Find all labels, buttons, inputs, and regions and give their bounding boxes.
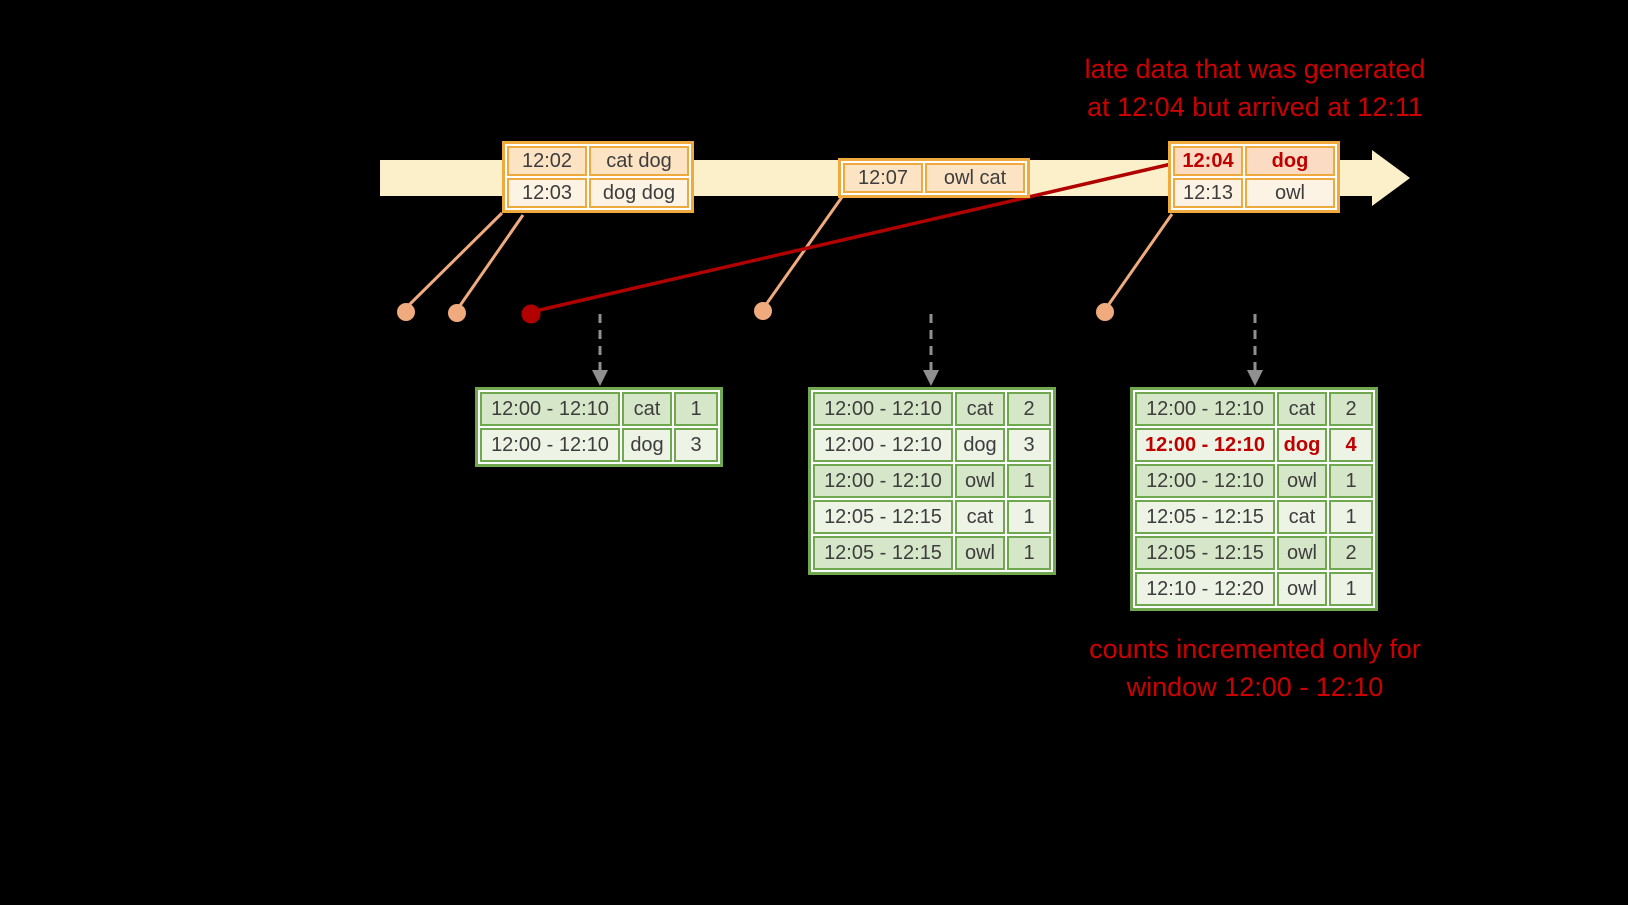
processing-time-dot bbox=[1096, 303, 1114, 321]
event-words: owl bbox=[1245, 178, 1335, 208]
result-count: 1 bbox=[674, 392, 718, 426]
result-word: owl bbox=[1277, 464, 1327, 498]
trigger-arrowhead-icon bbox=[923, 370, 939, 386]
event-words: cat dog bbox=[589, 146, 689, 176]
event-time: 12:07 bbox=[843, 163, 923, 193]
late-data-annotation-line2: at 12:04 but arrived at 12:11 bbox=[1087, 92, 1423, 122]
result-count: 2 bbox=[1007, 392, 1051, 426]
result-window: 12:05 - 12:15 bbox=[813, 500, 953, 534]
result-window: 12:00 - 12:10 bbox=[813, 392, 953, 426]
trigger-arrow bbox=[1247, 314, 1263, 386]
result-word: cat bbox=[1277, 392, 1327, 426]
result-count: 1 bbox=[1007, 500, 1051, 534]
event-words: dog dog bbox=[589, 178, 689, 208]
trigger-arrowhead-icon bbox=[1247, 370, 1263, 386]
late-data-annotation-line1: late data that was generated bbox=[1084, 54, 1426, 84]
event-time-axis-arrowhead-icon bbox=[1372, 150, 1410, 206]
result-window: 12:00 - 12:10 bbox=[813, 464, 953, 498]
result-window: 12:00 - 12:10 bbox=[1135, 428, 1275, 462]
result-window: 12:00 - 12:10 bbox=[1135, 392, 1275, 426]
result-count: 1 bbox=[1007, 536, 1051, 570]
event-connector-line bbox=[1105, 213, 1174, 308]
result-word: owl bbox=[1277, 536, 1327, 570]
result-word: owl bbox=[955, 464, 1005, 498]
result-window: 12:00 - 12:10 bbox=[1135, 464, 1275, 498]
result-word: cat bbox=[955, 392, 1005, 426]
result-window: 12:00 - 12:10 bbox=[813, 428, 953, 462]
trigger-arrowhead-icon bbox=[592, 370, 608, 386]
result-word: dog bbox=[1277, 428, 1327, 462]
result-count: 3 bbox=[674, 428, 718, 462]
processing-time-dot bbox=[754, 302, 772, 320]
trigger-arrow bbox=[592, 314, 608, 386]
processing-time-dot bbox=[448, 304, 466, 322]
result-count: 2 bbox=[1329, 536, 1373, 570]
result-window: 12:00 - 12:10 bbox=[480, 428, 620, 462]
result-window: 12:05 - 12:15 bbox=[1135, 536, 1275, 570]
event-time: 12:04 bbox=[1173, 146, 1243, 176]
late-data-dot bbox=[521, 304, 541, 324]
event-time: 12:02 bbox=[507, 146, 587, 176]
result-word: cat bbox=[955, 500, 1005, 534]
event-time: 12:13 bbox=[1173, 178, 1243, 208]
counts-annotation-line2: window 12:00 - 12:10 bbox=[1126, 672, 1384, 702]
result-count: 1 bbox=[1329, 464, 1373, 498]
result-word: owl bbox=[1277, 572, 1327, 606]
result-count: 1 bbox=[1329, 500, 1373, 534]
result-window: 12:05 - 12:15 bbox=[1135, 500, 1275, 534]
result-window: 12:05 - 12:15 bbox=[813, 536, 953, 570]
result-word: cat bbox=[1277, 500, 1327, 534]
counts-annotation-line1: counts incremented only for bbox=[1089, 634, 1421, 664]
event-connector-line bbox=[406, 211, 504, 308]
event-connector-line bbox=[457, 214, 525, 308]
event-words: owl cat bbox=[925, 163, 1025, 193]
late-data-annotation: late data that was generated at 12:04 bu… bbox=[1045, 50, 1465, 126]
processing-time-dot bbox=[397, 303, 415, 321]
result-window: 12:00 - 12:10 bbox=[480, 392, 620, 426]
result-count: 1 bbox=[1007, 464, 1051, 498]
result-word: dog bbox=[955, 428, 1005, 462]
event-time: 12:03 bbox=[507, 178, 587, 208]
result-word: cat bbox=[622, 392, 672, 426]
result-word: dog bbox=[622, 428, 672, 462]
event-connector-line bbox=[763, 196, 844, 307]
counts-annotation: counts incremented only for window 12:00… bbox=[1045, 630, 1465, 706]
result-word: owl bbox=[955, 536, 1005, 570]
result-count: 3 bbox=[1007, 428, 1051, 462]
result-count: 4 bbox=[1329, 428, 1373, 462]
trigger-arrow bbox=[923, 314, 939, 386]
result-window: 12:10 - 12:20 bbox=[1135, 572, 1275, 606]
result-count: 1 bbox=[1329, 572, 1373, 606]
result-count: 2 bbox=[1329, 392, 1373, 426]
event-words: dog bbox=[1245, 146, 1335, 176]
